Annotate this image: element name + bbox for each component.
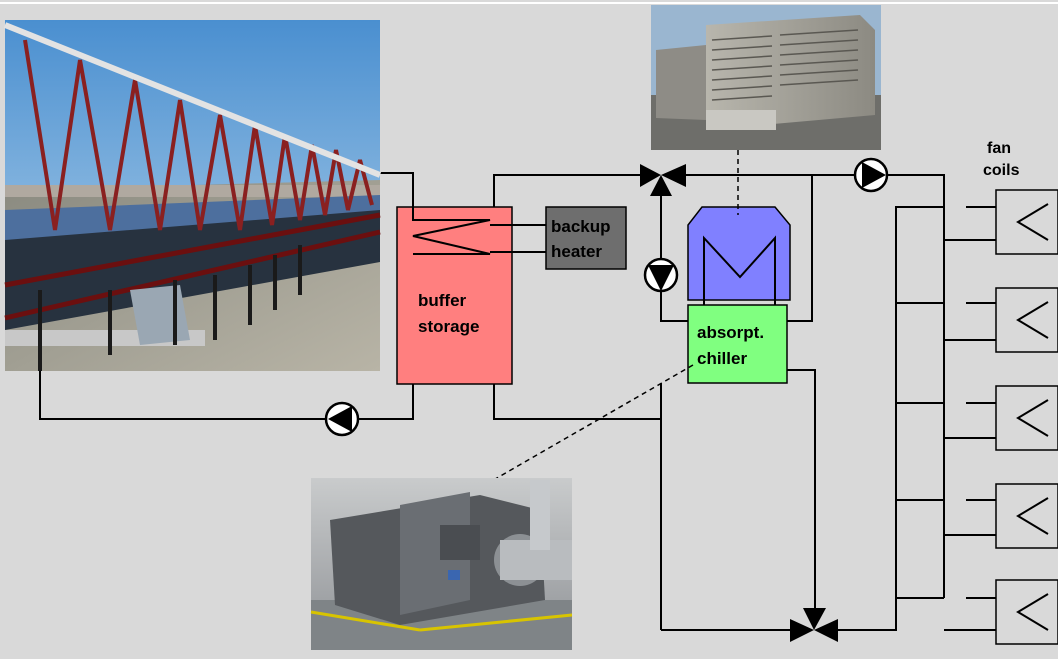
chiller-label-line1: absorpt.	[697, 323, 764, 342]
fan-coil	[995, 579, 1058, 645]
cooling-tower-coil	[703, 235, 776, 279]
cooling-tower-photo	[651, 5, 881, 150]
collector-return-pipe-left	[39, 370, 326, 420]
chiller-dashed-link	[489, 364, 694, 483]
chiller-pump	[643, 257, 679, 293]
buffer-label-line2: storage	[418, 317, 479, 336]
cooling-tower-symbol	[687, 206, 791, 301]
distribution-return-pipe	[838, 206, 944, 631]
fan-coil	[995, 385, 1058, 451]
fan-coil-branches	[896, 206, 996, 631]
distribution-pump	[853, 157, 889, 193]
fan-coils-label-line1: fan	[987, 140, 1011, 157]
buffer-label-line1: buffer	[418, 291, 467, 310]
distribution-supply-pipe	[888, 174, 945, 598]
buffer-supply-pipe	[493, 174, 640, 207]
buffer-return-pipe	[493, 384, 661, 420]
backup-heater	[545, 206, 627, 270]
fan-coil	[995, 483, 1058, 549]
chiller-outlet-pipe	[787, 175, 813, 322]
bottom-three-way-valve	[790, 608, 838, 642]
fan-coil	[995, 189, 1058, 255]
chiller-inlet-pipe	[660, 292, 688, 322]
pipes	[39, 172, 945, 631]
backup-label-line1: backup	[551, 217, 611, 236]
top-three-way-valve	[640, 164, 686, 196]
chiller-label-line2: chiller	[697, 349, 747, 368]
absorption-chiller-photo	[310, 478, 573, 650]
chilled-water-pipe	[787, 369, 816, 610]
collector-pump	[324, 401, 360, 437]
backup-label-line2: heater	[551, 242, 602, 261]
collector-supply-pipe	[380, 172, 414, 207]
collector-return-pipe-right	[358, 384, 414, 420]
solar-collector-photo	[3, 20, 382, 371]
fan-coils-label-line2: coils	[983, 162, 1020, 179]
absorption-chiller	[687, 304, 788, 384]
fan-coil	[995, 287, 1058, 353]
heat-exchanger-coil	[412, 207, 491, 255]
